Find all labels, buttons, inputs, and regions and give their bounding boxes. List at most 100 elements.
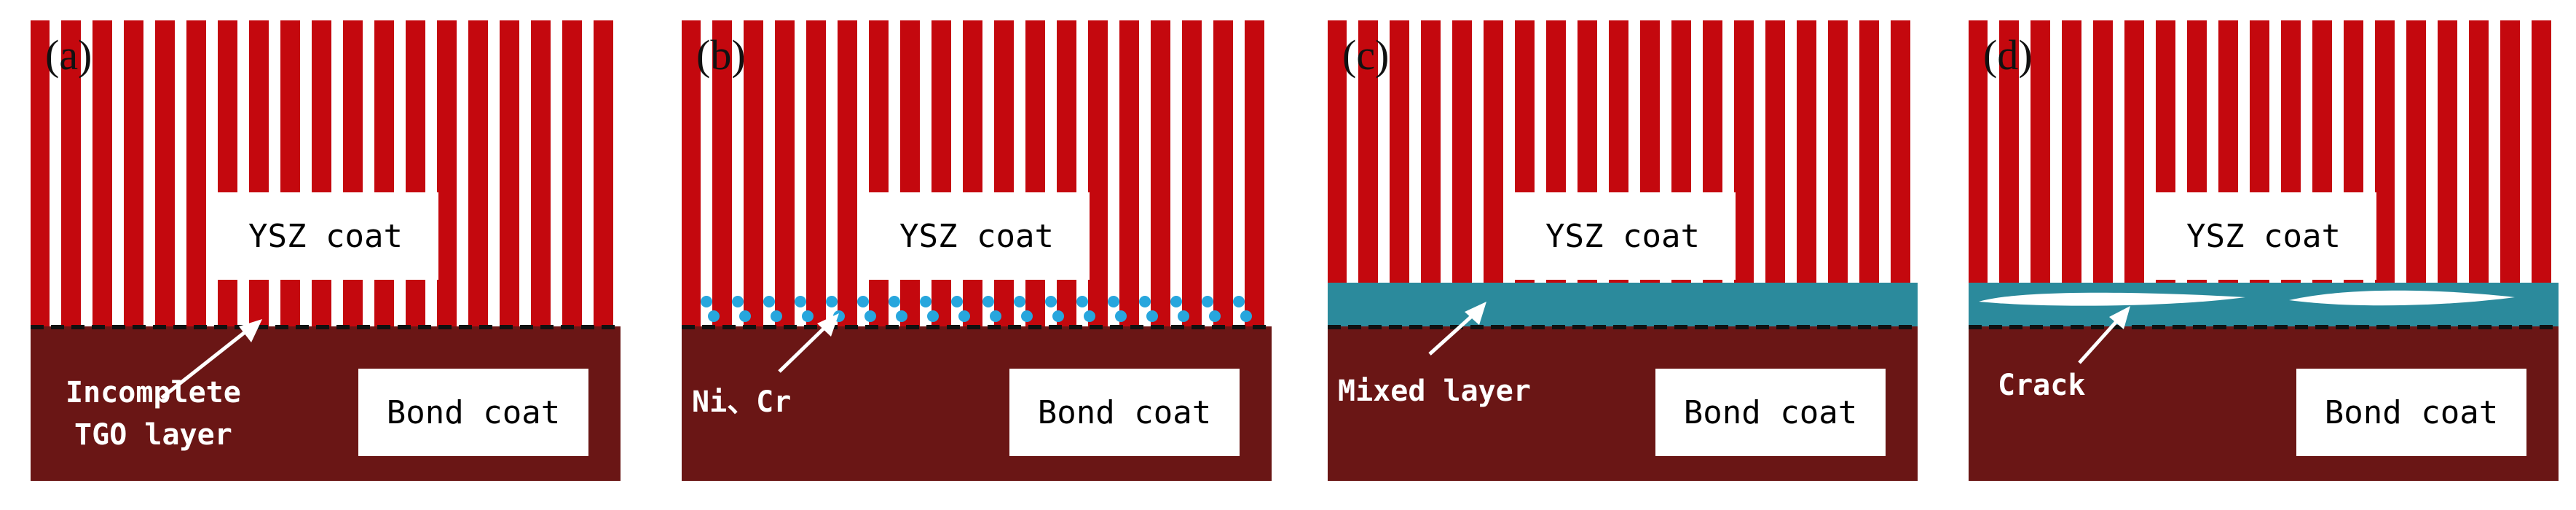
column-gap (701, 20, 712, 326)
ni-cr-dot (896, 310, 907, 322)
ysz-coat-label: YSZ coat (864, 192, 1090, 280)
column-gap (143, 20, 155, 326)
column-gap (300, 20, 312, 326)
column-gap (2457, 20, 2469, 326)
column-gap (2050, 20, 2062, 326)
panel-c: (c) YSZ coat Bond coat Mixed layer (1328, 20, 1918, 481)
column-gap (2301, 20, 2312, 326)
column-gap (2269, 20, 2281, 326)
column-gap (2520, 20, 2532, 326)
ni-cr-dot (1021, 310, 1033, 322)
column-gap (206, 20, 218, 326)
column-gap (2551, 20, 2559, 326)
column-gap (2363, 20, 2375, 326)
column-gap (1108, 20, 1119, 326)
column-gap (1441, 20, 1452, 326)
column-gap (488, 20, 500, 326)
panel-label: (a) (45, 31, 92, 79)
ni-cr-particles (701, 296, 1252, 322)
panel-d: (d) YSZ coat Bond coat Crack (1969, 20, 2559, 481)
column-gap (826, 20, 838, 326)
ni-cr-dot (864, 310, 876, 322)
tgo-annotation-line-2: TGO layer (74, 418, 232, 452)
column-gap (1754, 20, 1765, 326)
ni-cr-dot (1146, 310, 1158, 322)
column-gap (889, 20, 900, 326)
ni-cr-dot (795, 296, 806, 307)
column-gap (1014, 20, 1025, 326)
crack-annotation-text: Crack (1998, 369, 2086, 402)
ni-cr-dot (826, 296, 838, 307)
column-gap (1076, 20, 1088, 326)
column-gap (2489, 20, 2500, 326)
column-gap (1347, 20, 1358, 326)
ysz-columns (1969, 20, 2559, 326)
ni-cr-dot (1139, 296, 1151, 307)
ni-cr-dot (763, 296, 775, 307)
column-gap (1816, 20, 1828, 326)
ni-cr-dot (1202, 296, 1213, 307)
column-gap (857, 20, 869, 326)
column-gap (2238, 20, 2250, 326)
column-gap (1233, 20, 1245, 326)
ysz-coat-label: YSZ coat (213, 192, 438, 280)
pointer-arrow (778, 325, 827, 373)
pointer-arrowhead (1465, 302, 1486, 325)
column-gap (1566, 20, 1577, 326)
column-gap (613, 20, 621, 326)
column-gap (1722, 20, 1734, 326)
panel-label: (c) (1342, 31, 1390, 79)
ni-cr-annotation-text: Ni、Cr (692, 385, 792, 419)
column-gap (951, 20, 963, 326)
pointer-arrowhead (239, 319, 262, 342)
ni-cr-dot (1115, 310, 1127, 322)
column-gap (795, 20, 806, 326)
crack-right (2289, 290, 2515, 306)
column-gap (50, 20, 61, 326)
column-gap (394, 20, 406, 326)
column-gap (2081, 20, 2093, 326)
column-gap (1503, 20, 1515, 326)
ni-cr-dot (1045, 296, 1057, 307)
ni-cr-dot (732, 296, 744, 307)
pointer-arrow (2078, 318, 2120, 364)
column-gap (1264, 20, 1272, 326)
ni-cr-dot (708, 310, 720, 322)
column-gap (1988, 20, 1999, 326)
ni-cr-dot (1233, 296, 1245, 307)
mixed-layer-annotation-text: Mixed layer (1338, 374, 1531, 408)
column-gap (1785, 20, 1797, 326)
column-gap (1848, 20, 1859, 326)
column-gap (237, 20, 249, 326)
ni-cr-dot (990, 310, 1001, 322)
column-gap (920, 20, 931, 326)
pointer-arrowhead (2109, 306, 2130, 329)
column-gap (1045, 20, 1057, 326)
ni-cr-dot (701, 296, 712, 307)
ni-cr-dot (771, 310, 782, 322)
column-gap (582, 20, 594, 326)
column-gap (1660, 20, 1671, 326)
ni-cr-dot (1108, 296, 1119, 307)
pointer-arrow (1428, 313, 1475, 356)
column-gap (1170, 20, 1182, 326)
column-gap (2175, 20, 2187, 326)
column-gap (457, 20, 468, 326)
column-gap (1597, 20, 1609, 326)
column-gap (1139, 20, 1151, 326)
ni-cr-dot (951, 296, 963, 307)
column-gap (269, 20, 280, 326)
column-gap (1910, 20, 1918, 326)
ysz-columns (1328, 20, 1918, 326)
panel-label: (b) (696, 31, 746, 79)
column-gap (2395, 20, 2406, 326)
ni-cr-dot (1178, 310, 1189, 322)
ni-cr-dot (958, 310, 970, 322)
column-gap (175, 20, 186, 326)
bond-coat-label: Bond coat (1655, 369, 1886, 456)
column-gap (425, 20, 437, 326)
ni-cr-dot (1084, 310, 1095, 322)
column-gap (1409, 20, 1421, 326)
ysz-columns (682, 20, 1272, 326)
ysz-coat-label: YSZ coat (2151, 192, 2376, 280)
